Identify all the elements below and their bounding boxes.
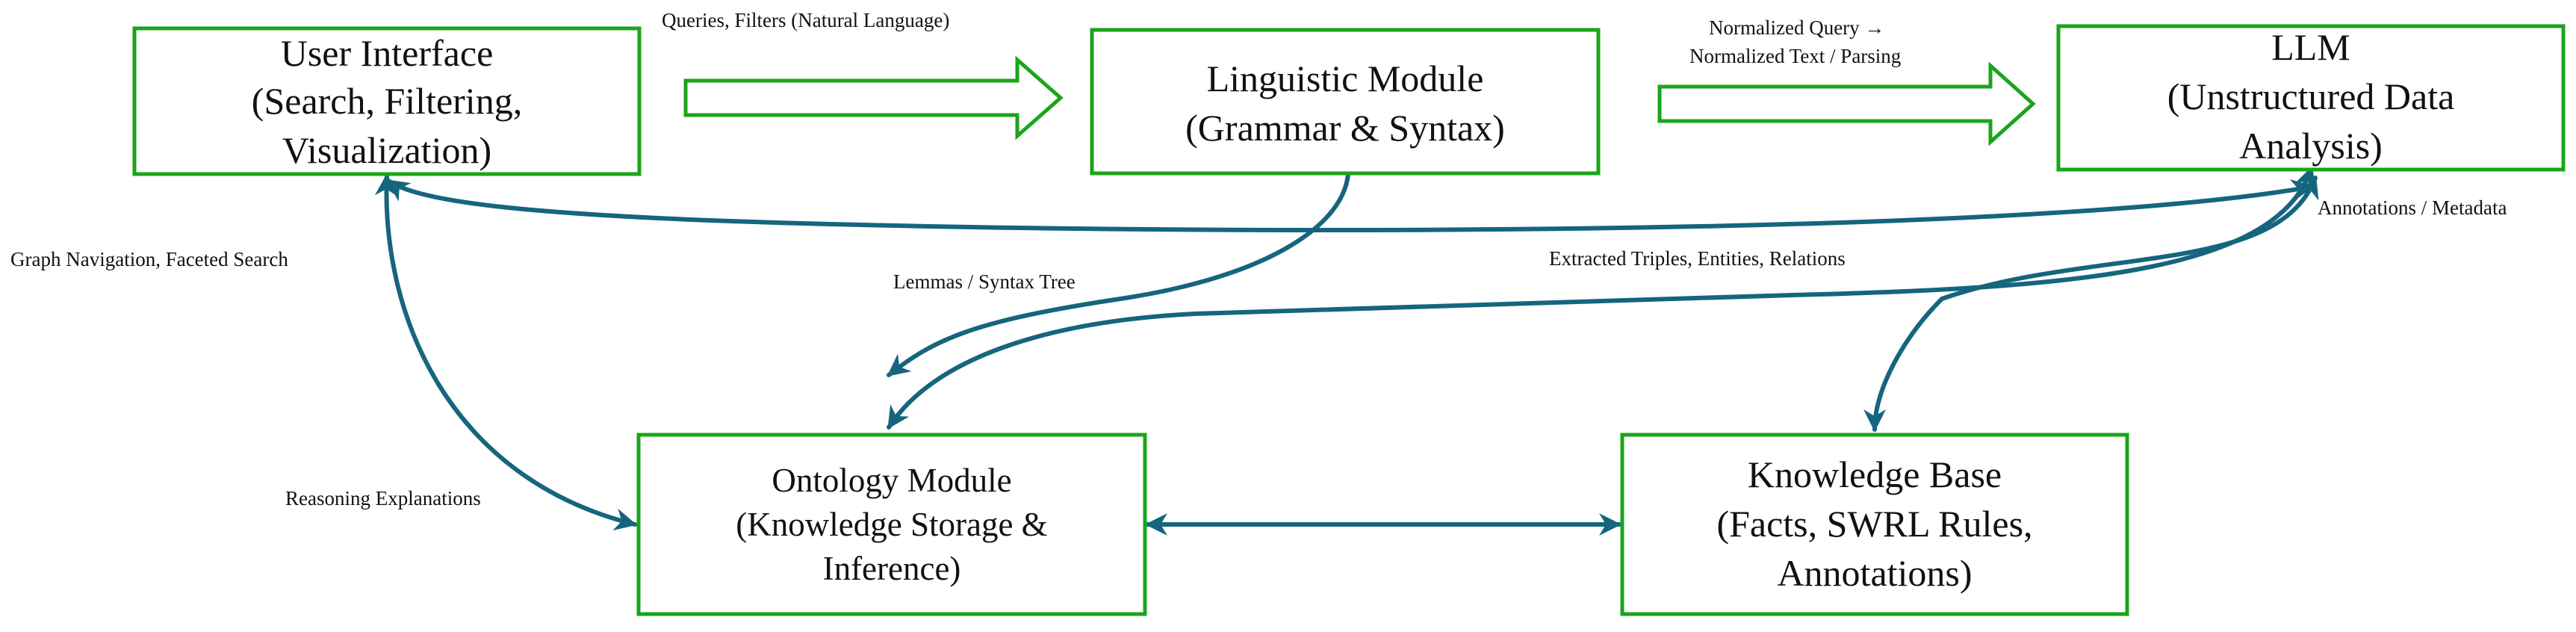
linguistic-title: Linguistic Module [1207,58,1484,99]
ontology-subtitle-line1: (Knowledge Storage & [736,506,1047,543]
user-interface-box [132,26,642,176]
linguistic-module-box [1090,28,1601,176]
kb-subtitle-line2: Annotations) [1777,552,1972,594]
llm-subtitle-line1: (Unstructured Data [2167,75,2455,117]
ui-title: User Interface [281,32,494,74]
label-reasoning-explanations: Reasoning Explanations [285,487,481,509]
ui-to-linguistic-block-arrow [683,55,1064,140]
llm-ontology-connector [887,166,2316,430]
ui-subtitle-line2: Visualization) [282,129,491,171]
label-lemmas-syntax-tree: Lemmas / Syntax Tree [893,270,1076,293]
label-annotations-metadata: Annotations / Metadata [2318,196,2507,219]
kb-subtitle-line1: (Facts, SWRL Rules, [1716,503,2032,545]
ontology-title: Ontology Module [772,462,1011,499]
label-normalized-text: Normalized Text / Parsing [1689,45,1901,67]
label-normalized-query: Normalized Query → [1709,16,1884,39]
llm-subtitle-line2: Analysis) [2239,125,2383,167]
label-queries-filters: Queries, Filters (Natural Language) [662,9,949,31]
knowledge-base-box [1620,433,2129,616]
ontology-module-box [636,433,1147,616]
llm-kb-connector [1863,176,2319,432]
label-extracted-triples: Extracted Triples, Entities, Relations [1549,247,1846,270]
linguistic-to-llm-block-arrow [1657,61,2036,146]
label-graph-navigation: Graph Navigation, Faceted Search [10,248,288,270]
ontology-subtitle-line2: Inference) [823,550,961,587]
llm-ui-connector [386,179,2314,233]
linguistic-subtitle: (Grammar & Syntax) [1185,107,1505,149]
kb-title: Knowledge Base [1748,453,2002,495]
ui-ontology-connector [374,173,637,531]
ui-subtitle-line1: (Search, Filtering, [252,80,522,122]
llm-box [2056,24,2566,172]
llm-title: LLM [2271,26,2350,68]
